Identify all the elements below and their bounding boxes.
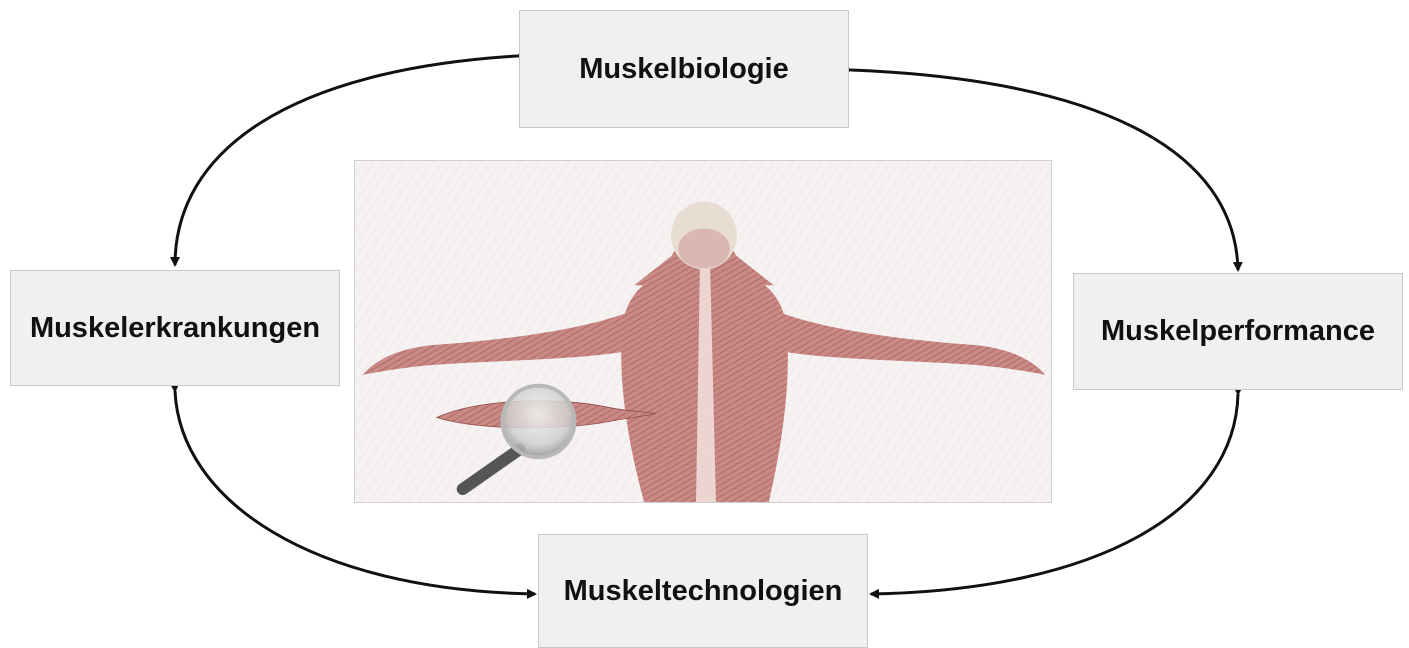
node-muskelerkrankungen: Muskelerkrankungen — [10, 270, 340, 386]
node-muskeltechnologien: Muskeltechnologien — [538, 534, 868, 648]
node-label-right: Muskelperformance — [1101, 315, 1375, 348]
node-label-left: Muskelerkrankungen — [30, 312, 320, 345]
node-muskelperformance: Muskelperformance — [1073, 273, 1403, 390]
muscle-anatomy-illustration — [354, 160, 1052, 503]
node-muskelbiologie: Muskelbiologie — [519, 10, 849, 128]
node-label-top: Muskelbiologie — [579, 53, 788, 86]
node-label-bottom: Muskeltechnologien — [564, 575, 843, 608]
